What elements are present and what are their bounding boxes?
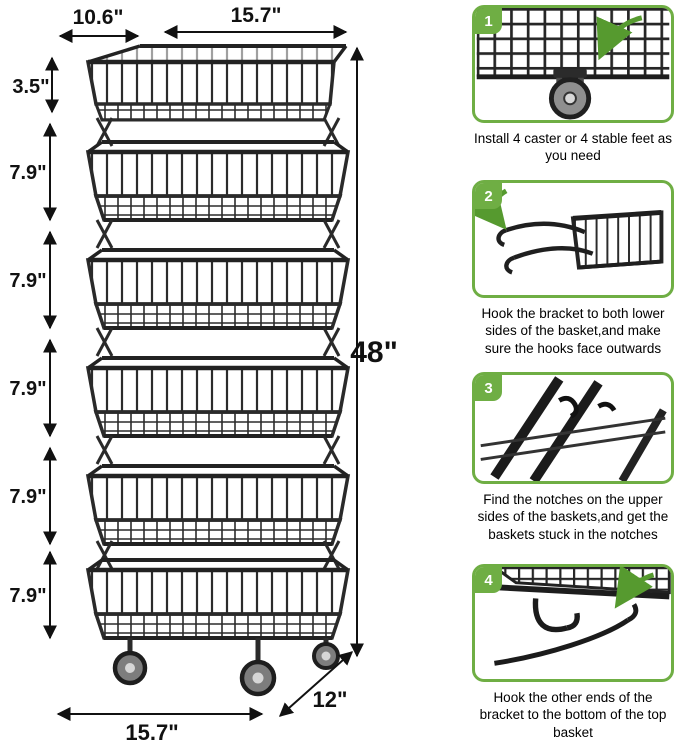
dim-tier3-label: 7.9" <box>9 378 46 400</box>
dim-top-depth-label: 10.6" <box>73 6 124 29</box>
green-arrow-icon <box>596 15 643 61</box>
assembly-steps: 1 <box>472 0 674 746</box>
dim-tier5-label: 7.9" <box>9 585 46 607</box>
step-3: 3 Find the notches on the upper sides of… <box>472 372 674 543</box>
dim-tier4-label: 7.9" <box>9 486 46 508</box>
dim-total-height-label: 48" <box>350 336 398 369</box>
dim-top-width-label: 15.7" <box>231 4 282 27</box>
product-dimension-diagram: 10.6" 15.7" 3.5" 7.9" 7.9" 7.9" 7.9" 7.9… <box>9 4 398 745</box>
step-2-photo: 2 <box>472 180 674 298</box>
step-3-caption: Find the notches on the upper sides of t… <box>477 492 669 542</box>
step-4: 4 <box>472 564 674 741</box>
step-3-photo: 3 <box>472 372 674 484</box>
step-1-caption: Install 4 caster or 4 stable feet as you… <box>473 131 673 164</box>
step-2-illustration <box>475 187 664 275</box>
dimension-arrows <box>43 25 364 721</box>
step-4-illustration <box>484 567 671 666</box>
green-arrow-icon <box>614 567 655 609</box>
dim-bottom-width-label: 15.7" <box>125 720 178 745</box>
step-1: 1 <box>472 5 674 165</box>
caster-wheel-icon <box>548 68 592 120</box>
dim-tier1-label: 7.9" <box>9 162 46 184</box>
step-2-number-badge: 2 <box>475 183 502 209</box>
step-1-number-badge: 1 <box>475 8 502 34</box>
bracket-hooks-icon <box>496 221 594 275</box>
step-2: 2 <box>472 180 674 357</box>
basket-side-icon <box>570 210 664 270</box>
step-2-caption: Hook the bracket to both lower sides of … <box>481 306 665 356</box>
dim-top-basket-height-label: 3.5" <box>12 76 49 98</box>
rack-illustration <box>88 46 348 697</box>
notches-closeup-icon <box>480 376 667 481</box>
step-1-illustration <box>476 8 670 120</box>
caster-wheels-icon <box>112 638 340 697</box>
dim-depth-label: 12" <box>313 687 348 712</box>
step-3-illustration <box>480 376 667 481</box>
step-1-photo: 1 <box>472 5 674 123</box>
step-4-caption: Hook the other ends of the bracket to th… <box>479 690 667 740</box>
bottom-hooks-icon <box>494 598 639 666</box>
step-4-number-badge: 4 <box>475 567 502 593</box>
step-4-photo: 4 <box>472 564 674 682</box>
step-3-number-badge: 3 <box>475 375 502 401</box>
dim-tier2-label: 7.9" <box>9 270 46 292</box>
